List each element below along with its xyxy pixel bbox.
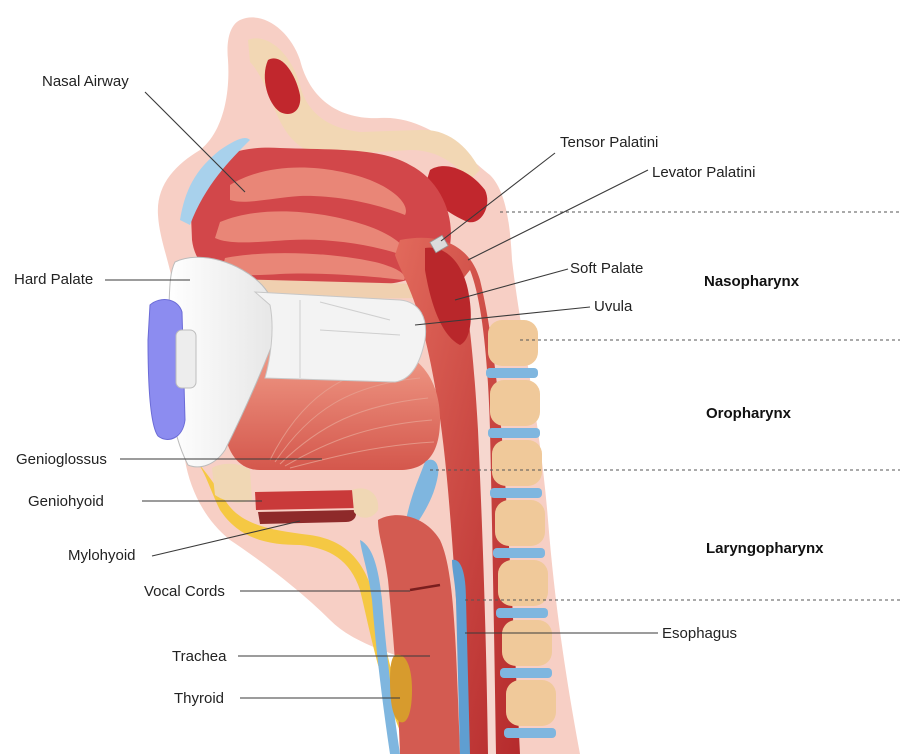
label-vocal-cords: Vocal Cords <box>144 583 225 600</box>
region-label-oropharynx: Oropharynx <box>706 405 792 422</box>
region-labels: Nasopharynx Oropharynx Laryngopharynx <box>704 273 824 557</box>
label-trachea: Trachea <box>172 648 227 665</box>
intervertebral-disc <box>496 608 548 618</box>
vertebra <box>495 500 545 546</box>
mask-connector <box>176 330 196 388</box>
label-genioglossus: Genioglossus <box>16 451 107 468</box>
vertebra <box>502 620 552 666</box>
region-label-laryngopharynx: Laryngopharynx <box>706 540 824 557</box>
label-hard-palate: Hard Palate <box>14 271 93 288</box>
label-uvula: Uvula <box>594 298 633 315</box>
vertebra <box>492 440 542 486</box>
intervertebral-disc <box>500 668 552 678</box>
vertebra <box>490 380 540 426</box>
intervertebral-disc <box>488 428 540 438</box>
label-soft-palate: Soft Palate <box>570 260 643 277</box>
vertebra <box>488 320 538 366</box>
intervertebral-disc <box>486 368 538 378</box>
vertebra <box>498 560 548 606</box>
intervertebral-disc <box>493 548 545 558</box>
vertebra <box>506 680 556 726</box>
label-nasal-airway: Nasal Airway <box>42 73 129 90</box>
region-label-nasopharynx: Nasopharynx <box>704 273 800 290</box>
label-esophagus: Esophagus <box>662 625 737 642</box>
label-thyroid: Thyroid <box>174 690 224 707</box>
mandible <box>212 464 252 503</box>
oral-appliance-band <box>255 292 426 382</box>
label-tensor-palatini: Tensor Palatini <box>560 134 658 151</box>
intervertebral-disc <box>490 488 542 498</box>
label-geniohyoid: Geniohyoid <box>28 493 104 510</box>
intervertebral-disc <box>504 728 556 738</box>
label-levator-palatini: Levator Palatini <box>652 164 755 181</box>
mylohyoid-muscle <box>258 510 356 524</box>
label-mylohyoid: Mylohyoid <box>68 547 136 564</box>
geniohyoid-muscle <box>255 490 367 510</box>
anatomy-illustration <box>148 17 580 754</box>
